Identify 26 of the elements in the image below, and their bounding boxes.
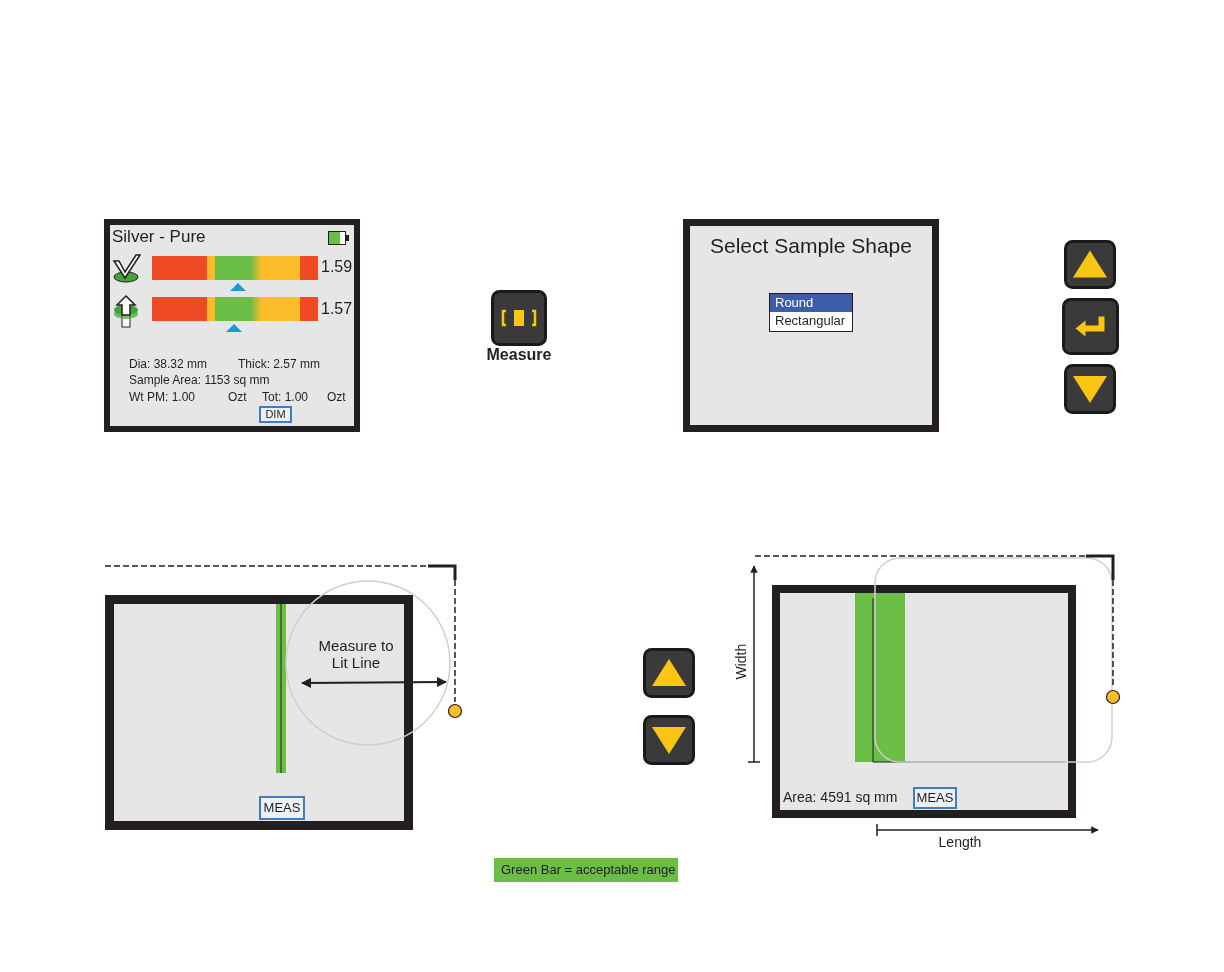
softkey-label: MEAS	[913, 787, 957, 809]
menu-option-selected: Round	[769, 293, 853, 312]
measurement-text: Sample Area: 1153 sq mm	[129, 374, 270, 388]
unit-text: Ozt	[327, 391, 346, 405]
reading-value: 1.57	[321, 300, 353, 318]
measurement-text: Thick: 2.57 mm	[238, 358, 321, 372]
measurement-text: Dia: 38.32 mm	[129, 358, 208, 372]
device-screen	[772, 585, 1076, 818]
unit-text: Ozt	[228, 391, 247, 405]
reading-value: 1.59	[321, 258, 353, 276]
dimension-label: Width	[734, 644, 750, 680]
softkey-label: MEAS	[259, 796, 305, 820]
device-screen	[104, 219, 360, 432]
callout-text: Measure to Lit Line	[317, 638, 395, 671]
status-text: Area: 4591 sq mm	[783, 790, 898, 806]
measurement-text: Wt PM: 1.00	[129, 391, 196, 405]
device-screen	[105, 595, 413, 830]
menu-option: Rectangular	[769, 312, 853, 332]
device-screen	[683, 219, 939, 432]
screen-title: Select Sample Shape	[709, 234, 913, 258]
key-label: Measure	[485, 346, 553, 364]
measurement-text: Tot: 1.00	[262, 391, 309, 405]
screen-title: Silver - Pure	[112, 228, 206, 247]
legend-text: Green Bar = acceptable range	[501, 863, 676, 878]
softkey-label: DIM	[259, 406, 292, 423]
dimension-label: Length	[938, 835, 982, 851]
